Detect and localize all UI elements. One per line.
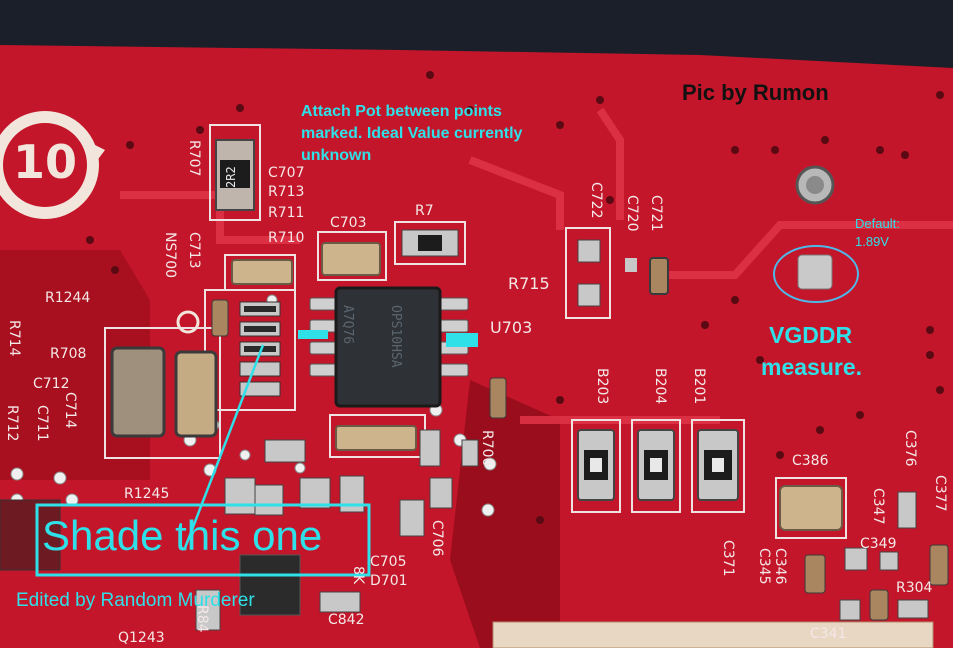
shade-highlight-box — [35, 503, 371, 577]
label-r713: R713 — [268, 184, 305, 200]
default-label-line2: 1.89V — [855, 234, 889, 249]
label-c842: C842 — [328, 612, 365, 628]
label-u703: U703 — [490, 318, 533, 337]
label-2r2: 2R2 — [224, 166, 238, 188]
label-c386: C386 — [792, 453, 829, 469]
label-r708: R708 — [50, 346, 87, 362]
label-q1243: Q1243 — [118, 630, 165, 646]
pot-point-right — [446, 333, 478, 347]
label-c722: C722 — [588, 182, 604, 219]
label-r706: R706 — [479, 430, 495, 467]
label-r710: R710 — [268, 230, 305, 246]
label-c376: C376 — [902, 430, 918, 467]
label-c703: C703 — [330, 215, 367, 231]
label-c707: C707 — [268, 165, 305, 181]
label-c341: C341 — [810, 626, 847, 642]
logo-number: 10 — [13, 135, 78, 189]
label-r712: R712 — [4, 405, 20, 442]
label-r714: R714 — [6, 320, 22, 357]
instruction-line2: marked. Ideal Value currently — [301, 125, 523, 142]
instruction-line1: Attach Pot between points — [301, 103, 502, 120]
label-c349: C349 — [860, 536, 897, 552]
credit-text: Pic by Rumon — [682, 80, 829, 105]
label-b204: B204 — [652, 368, 668, 405]
instruction-line3: unknown — [301, 147, 372, 164]
label-b201: B201 — [691, 368, 707, 405]
label-b203: B203 — [594, 368, 610, 405]
label-d701: D701 — [370, 573, 408, 589]
label-c714: C714 — [62, 392, 78, 429]
vgddr-highlight-ellipse — [773, 245, 859, 303]
label-r1244: R1244 — [45, 290, 91, 306]
label-c346: C346 — [772, 548, 788, 585]
ic-marking-line1: OPS10HSA — [388, 305, 403, 368]
label-c371: C371 — [720, 540, 736, 577]
ten-year-logo — [0, 111, 200, 334]
measure-line1: VGDDR — [769, 322, 853, 348]
measure-line2: measure. — [761, 354, 863, 380]
label-r707: R707 — [186, 140, 202, 177]
default-label-line1: Default: — [855, 216, 900, 231]
label-c345: C345 — [756, 548, 772, 585]
shade-pointer-line — [183, 344, 265, 549]
ic-marking-line2: A7Q76 — [340, 305, 355, 345]
label-c705: C705 — [370, 554, 407, 570]
mosfet-package — [239, 554, 301, 616]
pcie-edge-strip — [492, 621, 934, 648]
vgddr-test-pad — [797, 254, 833, 290]
label-r304: R304 — [896, 580, 933, 596]
label-c712: C712 — [33, 376, 70, 392]
pot-point-left — [298, 330, 328, 339]
label-c706: C706 — [429, 520, 445, 557]
label-r715: R715 — [508, 274, 550, 293]
ic-marking: OPS10HSA A7Q76 — [307, 305, 435, 368]
label-c721: C721 — [648, 195, 664, 232]
label-c377: C377 — [932, 475, 948, 512]
label-r7x: R7 — [415, 203, 434, 219]
label-ns700: NS700 — [162, 232, 178, 279]
label-r711: R711 — [268, 205, 305, 221]
label-c347: C347 — [870, 488, 886, 525]
editor-credit: Edited by Random Murderer — [16, 590, 255, 611]
label-c711: C711 — [34, 405, 50, 442]
components — [0, 139, 949, 631]
label-c713: C713 — [186, 232, 202, 269]
label-c720: C720 — [624, 195, 640, 232]
label-r1245: R1245 — [124, 486, 170, 502]
shade-label: Shade this one — [42, 512, 323, 559]
label-8k: 8K — [350, 566, 366, 585]
